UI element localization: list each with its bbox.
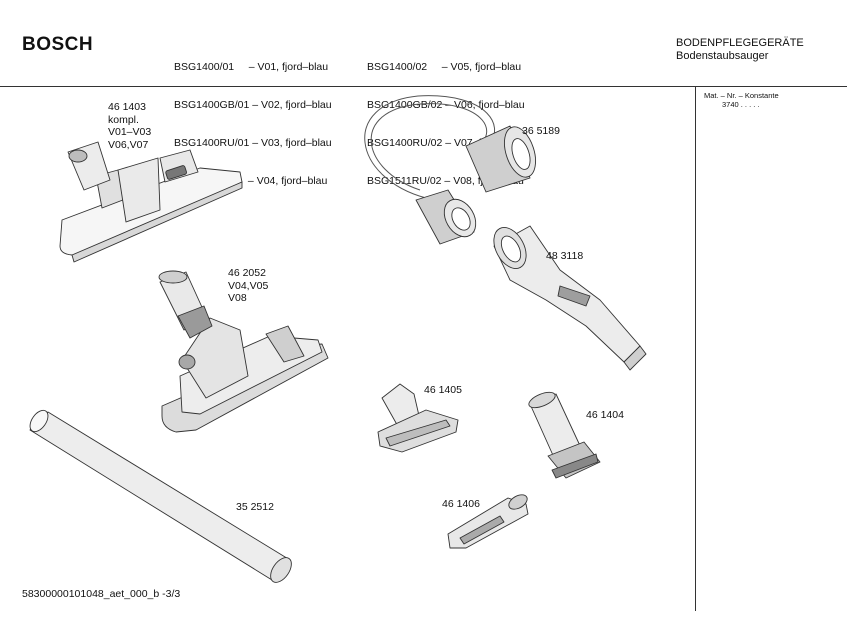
material-number-block: Mat. – Nr. – Konstante 3740 . . . . . (704, 91, 779, 109)
model-line: BSG1400/01 – V01, fjord–blau (174, 61, 329, 74)
part-label-461404: 46 1404 (586, 409, 624, 421)
tube-352512-illustration (29, 409, 292, 583)
brush-461404-illustration (528, 391, 601, 479)
model-list-left: BSG1400/01 – V01, fjord–blau BSG1400GB/0… (174, 36, 332, 200)
floor-nozzle-462052-illustration (158, 270, 329, 433)
part-label-352512: 35 2512 (236, 501, 274, 513)
material-number-value: 3740 . . . . . (722, 100, 760, 109)
model-line: BSG1400GB/01 – V02, fjord–blau (174, 98, 332, 111)
part-label-461406: 46 1406 (442, 498, 480, 510)
category-title: BODENPFLEGEGERÄTE (676, 37, 804, 49)
material-number-title: Mat. – Nr. – Konstante (704, 91, 779, 100)
document-id: 58300000101048_aet_000_b -3/3 (22, 588, 181, 600)
part-label-461405: 46 1405 (424, 384, 462, 396)
handle-483118-illustration (493, 225, 647, 371)
part-label-462052: 46 2052 V04,V05 V08 (228, 267, 269, 304)
part-label-461403: 46 1403 kompl. V01–V03 V06,V07 (108, 101, 152, 151)
part-label-365189: 36 5189 (522, 125, 560, 137)
model-line: BSG1400/02 – V05, fjord–blau (367, 61, 522, 74)
crevice-tool-461406-illustration (447, 494, 529, 549)
header-divider (0, 86, 847, 87)
part-label-483118: 48 3118 (546, 250, 584, 262)
nozzle-461405-illustration (377, 383, 459, 453)
brand-logo: BOSCH (22, 34, 94, 55)
floor-nozzle-461403-illustration (59, 141, 243, 263)
category-block: BODENPFLEGEGERÄTE Bodenstaubsauger (676, 37, 804, 62)
hose-365189-illustration (364, 95, 537, 245)
category-subtitle: Bodenstaubsauger (676, 49, 769, 62)
sidebar-divider (695, 86, 696, 611)
model-line: BSG1400RU/01 – V03, fjord–blau (174, 136, 332, 149)
